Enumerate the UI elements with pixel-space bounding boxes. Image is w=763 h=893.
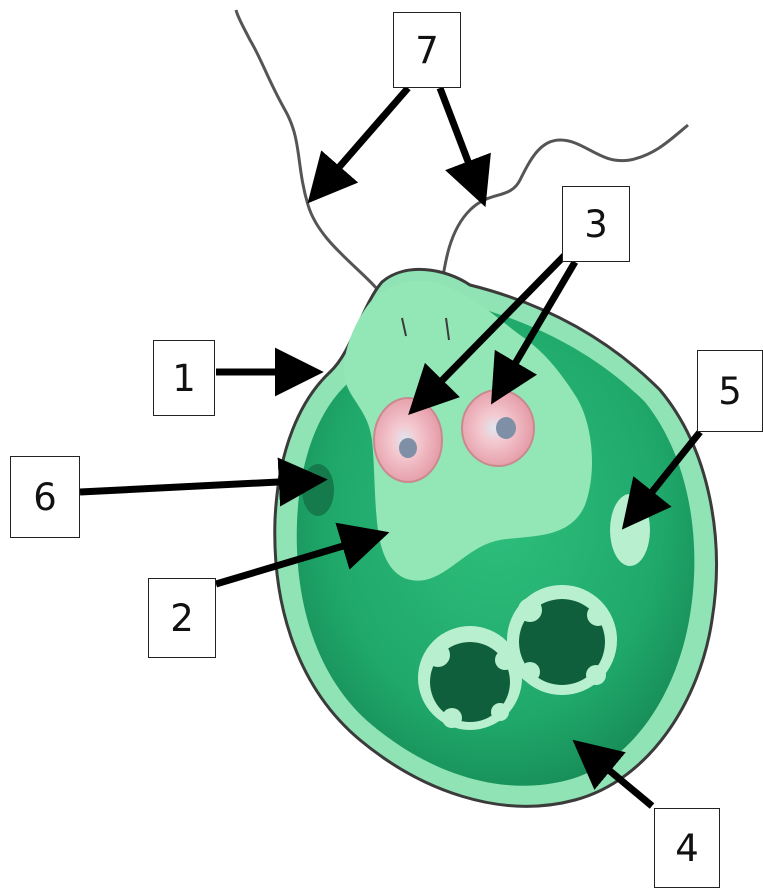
arrow-7b — [440, 88, 482, 198]
label-2: 2 — [148, 578, 216, 658]
granule-left — [418, 626, 522, 730]
label-3: 3 — [562, 186, 630, 262]
eyespot-left-center — [399, 438, 417, 458]
label-4: 4 — [654, 808, 720, 888]
label-6: 6 — [10, 456, 80, 538]
granule-right — [507, 585, 617, 695]
label-7: 7 — [393, 12, 461, 88]
label-1: 1 — [153, 340, 215, 416]
dark-spot — [302, 464, 334, 516]
eyespot-right-center — [496, 417, 516, 439]
label-5: 5 — [697, 350, 763, 432]
flagellum-left — [236, 10, 386, 300]
arrow-7a — [314, 88, 408, 196]
